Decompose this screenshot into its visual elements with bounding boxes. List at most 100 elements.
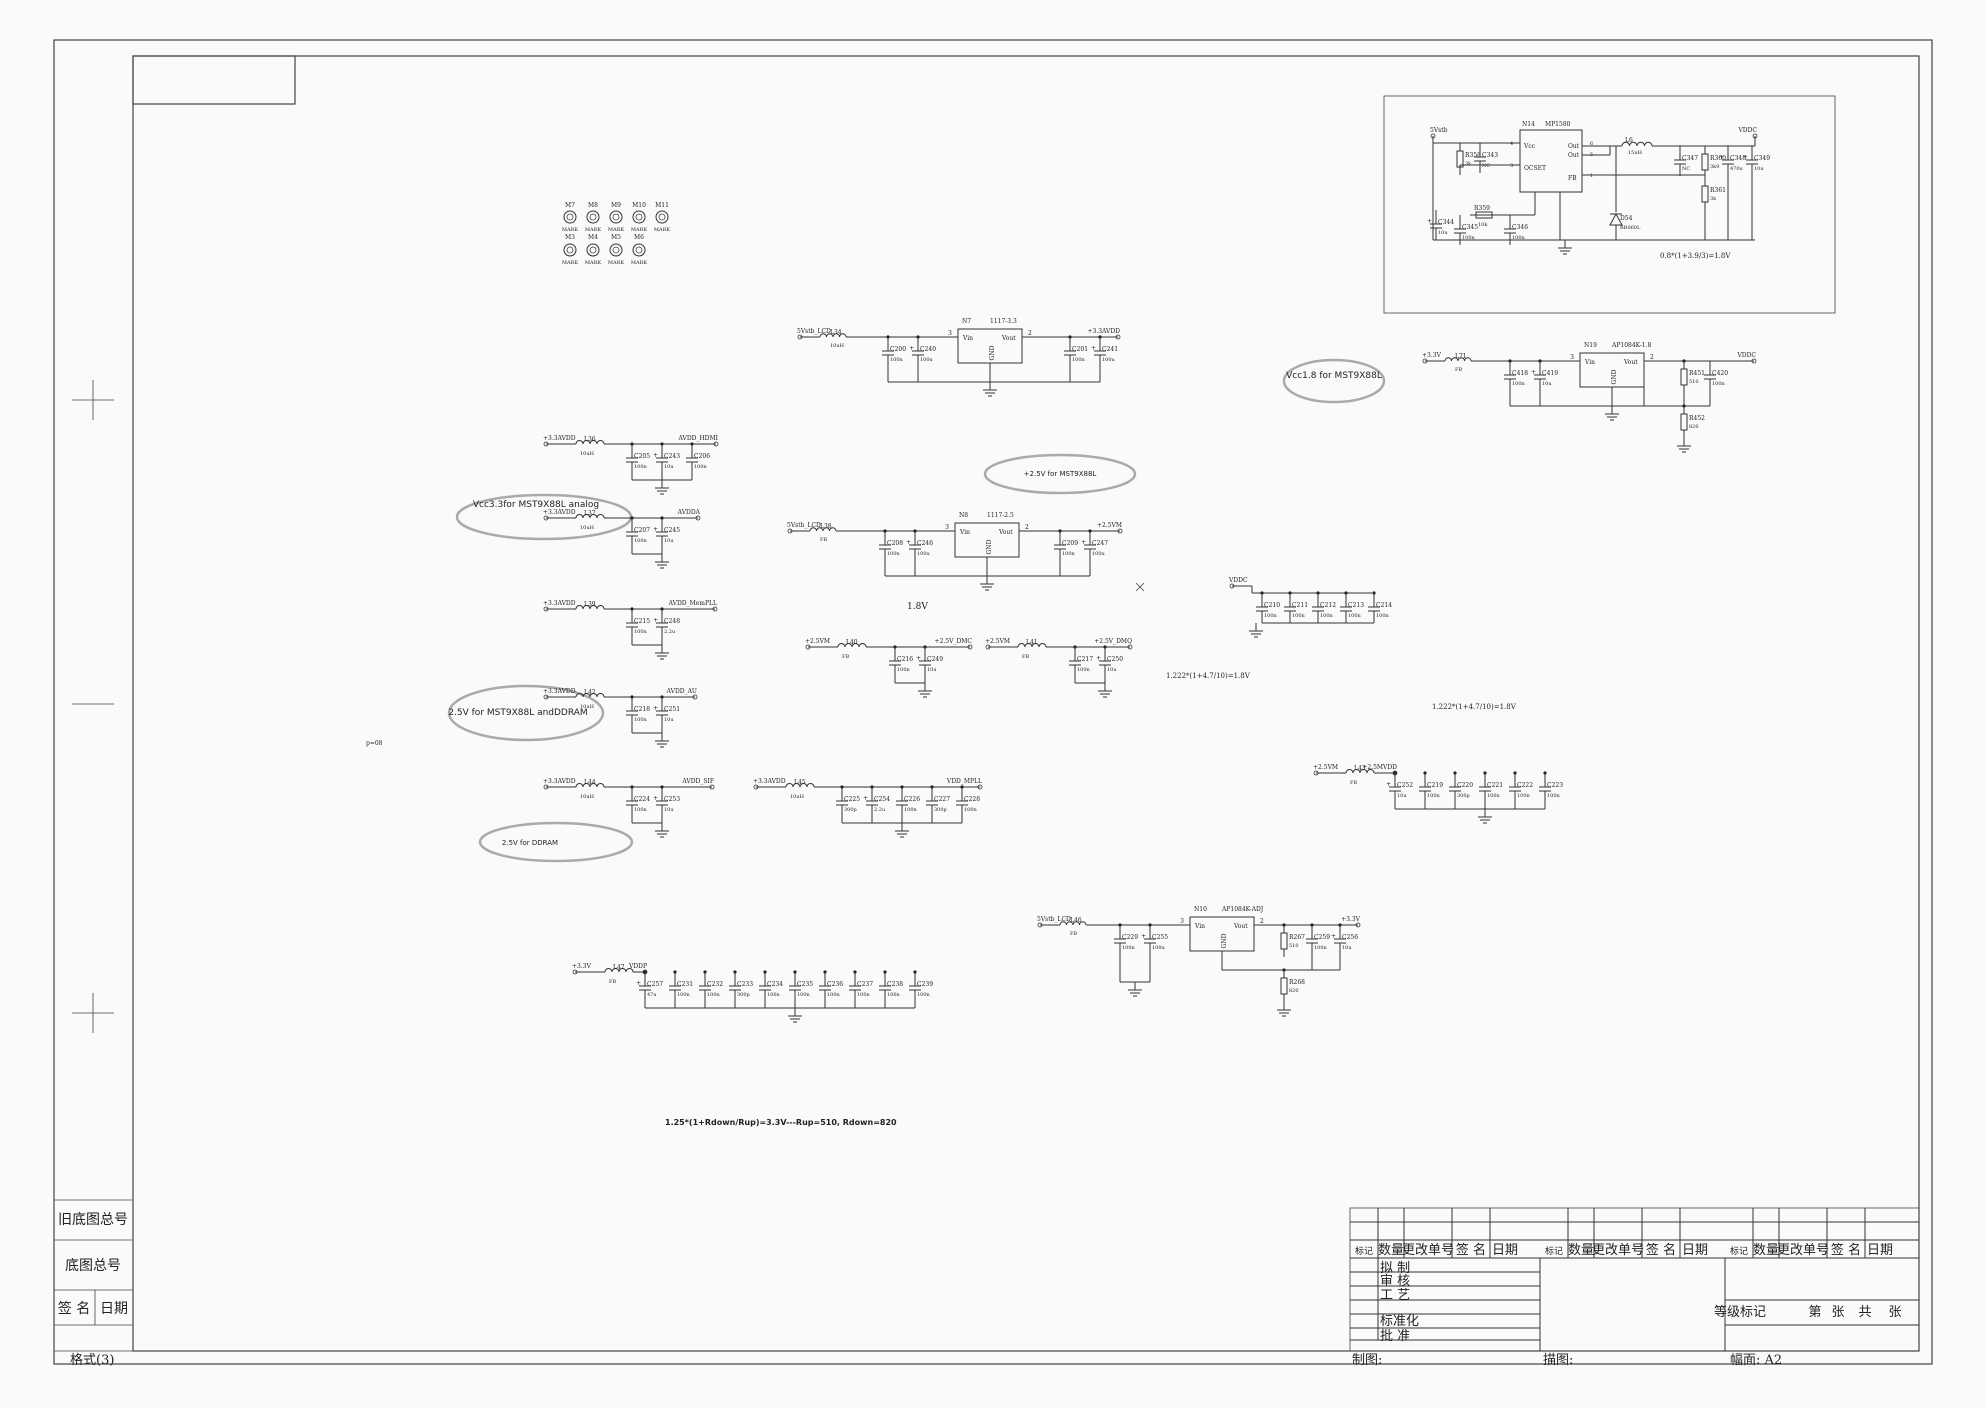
cap-ref: C235 — [797, 981, 813, 988]
inductor-ref: L34 — [830, 329, 842, 336]
mark-inner — [635, 213, 643, 221]
pin-num: 2 — [1025, 524, 1029, 531]
cap-ref: C420 — [1712, 370, 1728, 377]
cap-ref: C211 — [1292, 602, 1308, 609]
inductor — [785, 783, 815, 788]
mark-grid: M7MARKM8MARKM9MARKM10MARKM11MARKM3MARKM4… — [562, 202, 670, 266]
cap-value: 10u — [1107, 667, 1117, 673]
cap-value: 100n — [797, 992, 811, 998]
mark-ref: M3 — [565, 234, 575, 241]
cap-value: 100n — [1292, 613, 1306, 619]
power-port — [713, 441, 719, 447]
net-label: VDDP — [628, 963, 647, 970]
res-ref: R358 — [1465, 152, 1481, 159]
inductor-ref: L39 — [584, 601, 596, 608]
ic-pin: Vcc — [1523, 143, 1536, 150]
cap-value: 100n — [904, 807, 918, 813]
cap-ref: C227 — [934, 796, 950, 803]
polarity: + — [1719, 154, 1724, 161]
net-label: +2.5VM — [805, 638, 830, 645]
net-label: VDD_MPLL — [946, 778, 982, 785]
cap-ref: C215 — [634, 618, 650, 625]
pin-vout: Vout — [1623, 359, 1638, 366]
cap-value: NC — [1682, 166, 1690, 172]
net-label: +3.3AVDD — [543, 778, 576, 785]
inductor-ref: L6 — [1625, 137, 1633, 144]
ic-pin: Out — [1568, 152, 1580, 159]
inductor-value: FB — [842, 654, 849, 660]
ic-part: AP1084K-1.8 — [1611, 342, 1651, 349]
mark-inner — [566, 213, 574, 221]
cap-value: 100u — [920, 357, 934, 363]
inner-frame — [132, 55, 1920, 1352]
cap-value: 100n — [897, 667, 911, 673]
grade-label: 等级标记 — [1714, 1304, 1766, 1320]
cap-value: 100n — [887, 551, 901, 557]
ic-ref: N19 — [1584, 342, 1597, 349]
inductor-value: 10uH — [790, 794, 805, 800]
inductor — [575, 514, 605, 519]
cap-value: 100n — [1547, 793, 1561, 799]
role-label: 标准化 — [1380, 1314, 1419, 1329]
mark-circle — [563, 243, 577, 257]
pin-gnd: GND — [1611, 369, 1618, 384]
net-label: +3.3AVDD — [753, 778, 786, 785]
cap-value: 100n — [1348, 613, 1362, 619]
traced-by-label: 描图: — [1543, 1353, 1573, 1368]
pin-num: 2 — [1028, 330, 1032, 337]
net-label: +3.3AVDD — [543, 600, 576, 607]
cap-ref: C220 — [1457, 782, 1473, 789]
grade-label: 第 — [1808, 1305, 1821, 1320]
cap-value: 100n — [634, 717, 648, 723]
cap-value: 100n — [1314, 945, 1328, 951]
res-value: 510 — [1289, 943, 1299, 949]
cap-value: 10u — [1342, 945, 1352, 951]
eq1-note: 1.222*(1+4.7/10)=1.8V — [1166, 672, 1251, 680]
ic-part: AP1084K-ADJ — [1221, 906, 1264, 913]
drawn-by-label: 制图: — [1352, 1353, 1382, 1368]
mark-circle — [632, 243, 646, 257]
power-port — [1752, 133, 1758, 139]
cap-ref: C214 — [1376, 602, 1392, 609]
cap-ref: C207 — [634, 527, 650, 534]
inductor-ref: L46 — [1070, 917, 1082, 924]
pin-num: 2 — [1650, 354, 1654, 361]
net-label: 5Vstb_LCD — [787, 522, 821, 529]
role-label: 工 艺 — [1380, 1288, 1410, 1303]
cap-value: 300p — [1457, 793, 1470, 799]
mark-ref: M9 — [611, 202, 621, 209]
mark-circle — [586, 243, 600, 257]
cap-ref: C233 — [737, 981, 753, 988]
inductor-value: 10uH — [580, 451, 595, 457]
pin-gnd: GND — [986, 539, 993, 554]
polarity: + — [653, 705, 658, 712]
cap-ref: C343 — [1482, 152, 1498, 159]
inductor-ref: L43 — [1354, 765, 1366, 772]
res-value: 10k — [1478, 222, 1488, 228]
inductor-ref: L37 — [584, 510, 596, 517]
cap-value: 100n — [1376, 613, 1390, 619]
inductor-value: FB — [1350, 780, 1357, 786]
inductor — [1017, 643, 1047, 648]
cap-value: 10u — [1754, 166, 1764, 172]
mark-label: MARK — [585, 260, 601, 266]
rev-header: 更改单号 — [1402, 1243, 1454, 1258]
cap-ref: C206 — [694, 453, 710, 460]
cap-ref: C200 — [890, 346, 906, 353]
polarity: + — [916, 655, 921, 662]
mark-label: MARK — [562, 227, 578, 233]
polarity: + — [863, 795, 868, 802]
net-label: AVDD_MemPLL — [668, 600, 717, 607]
rev-header: 签 名 — [1831, 1242, 1861, 1258]
net-label: VDDC — [1228, 577, 1248, 584]
net-label: +2.5V_DMQ — [1094, 638, 1132, 645]
rev-header: 更改单号 — [1592, 1243, 1644, 1258]
pin-num: 3 — [945, 524, 949, 531]
date-label: 日期 — [100, 1301, 128, 1317]
